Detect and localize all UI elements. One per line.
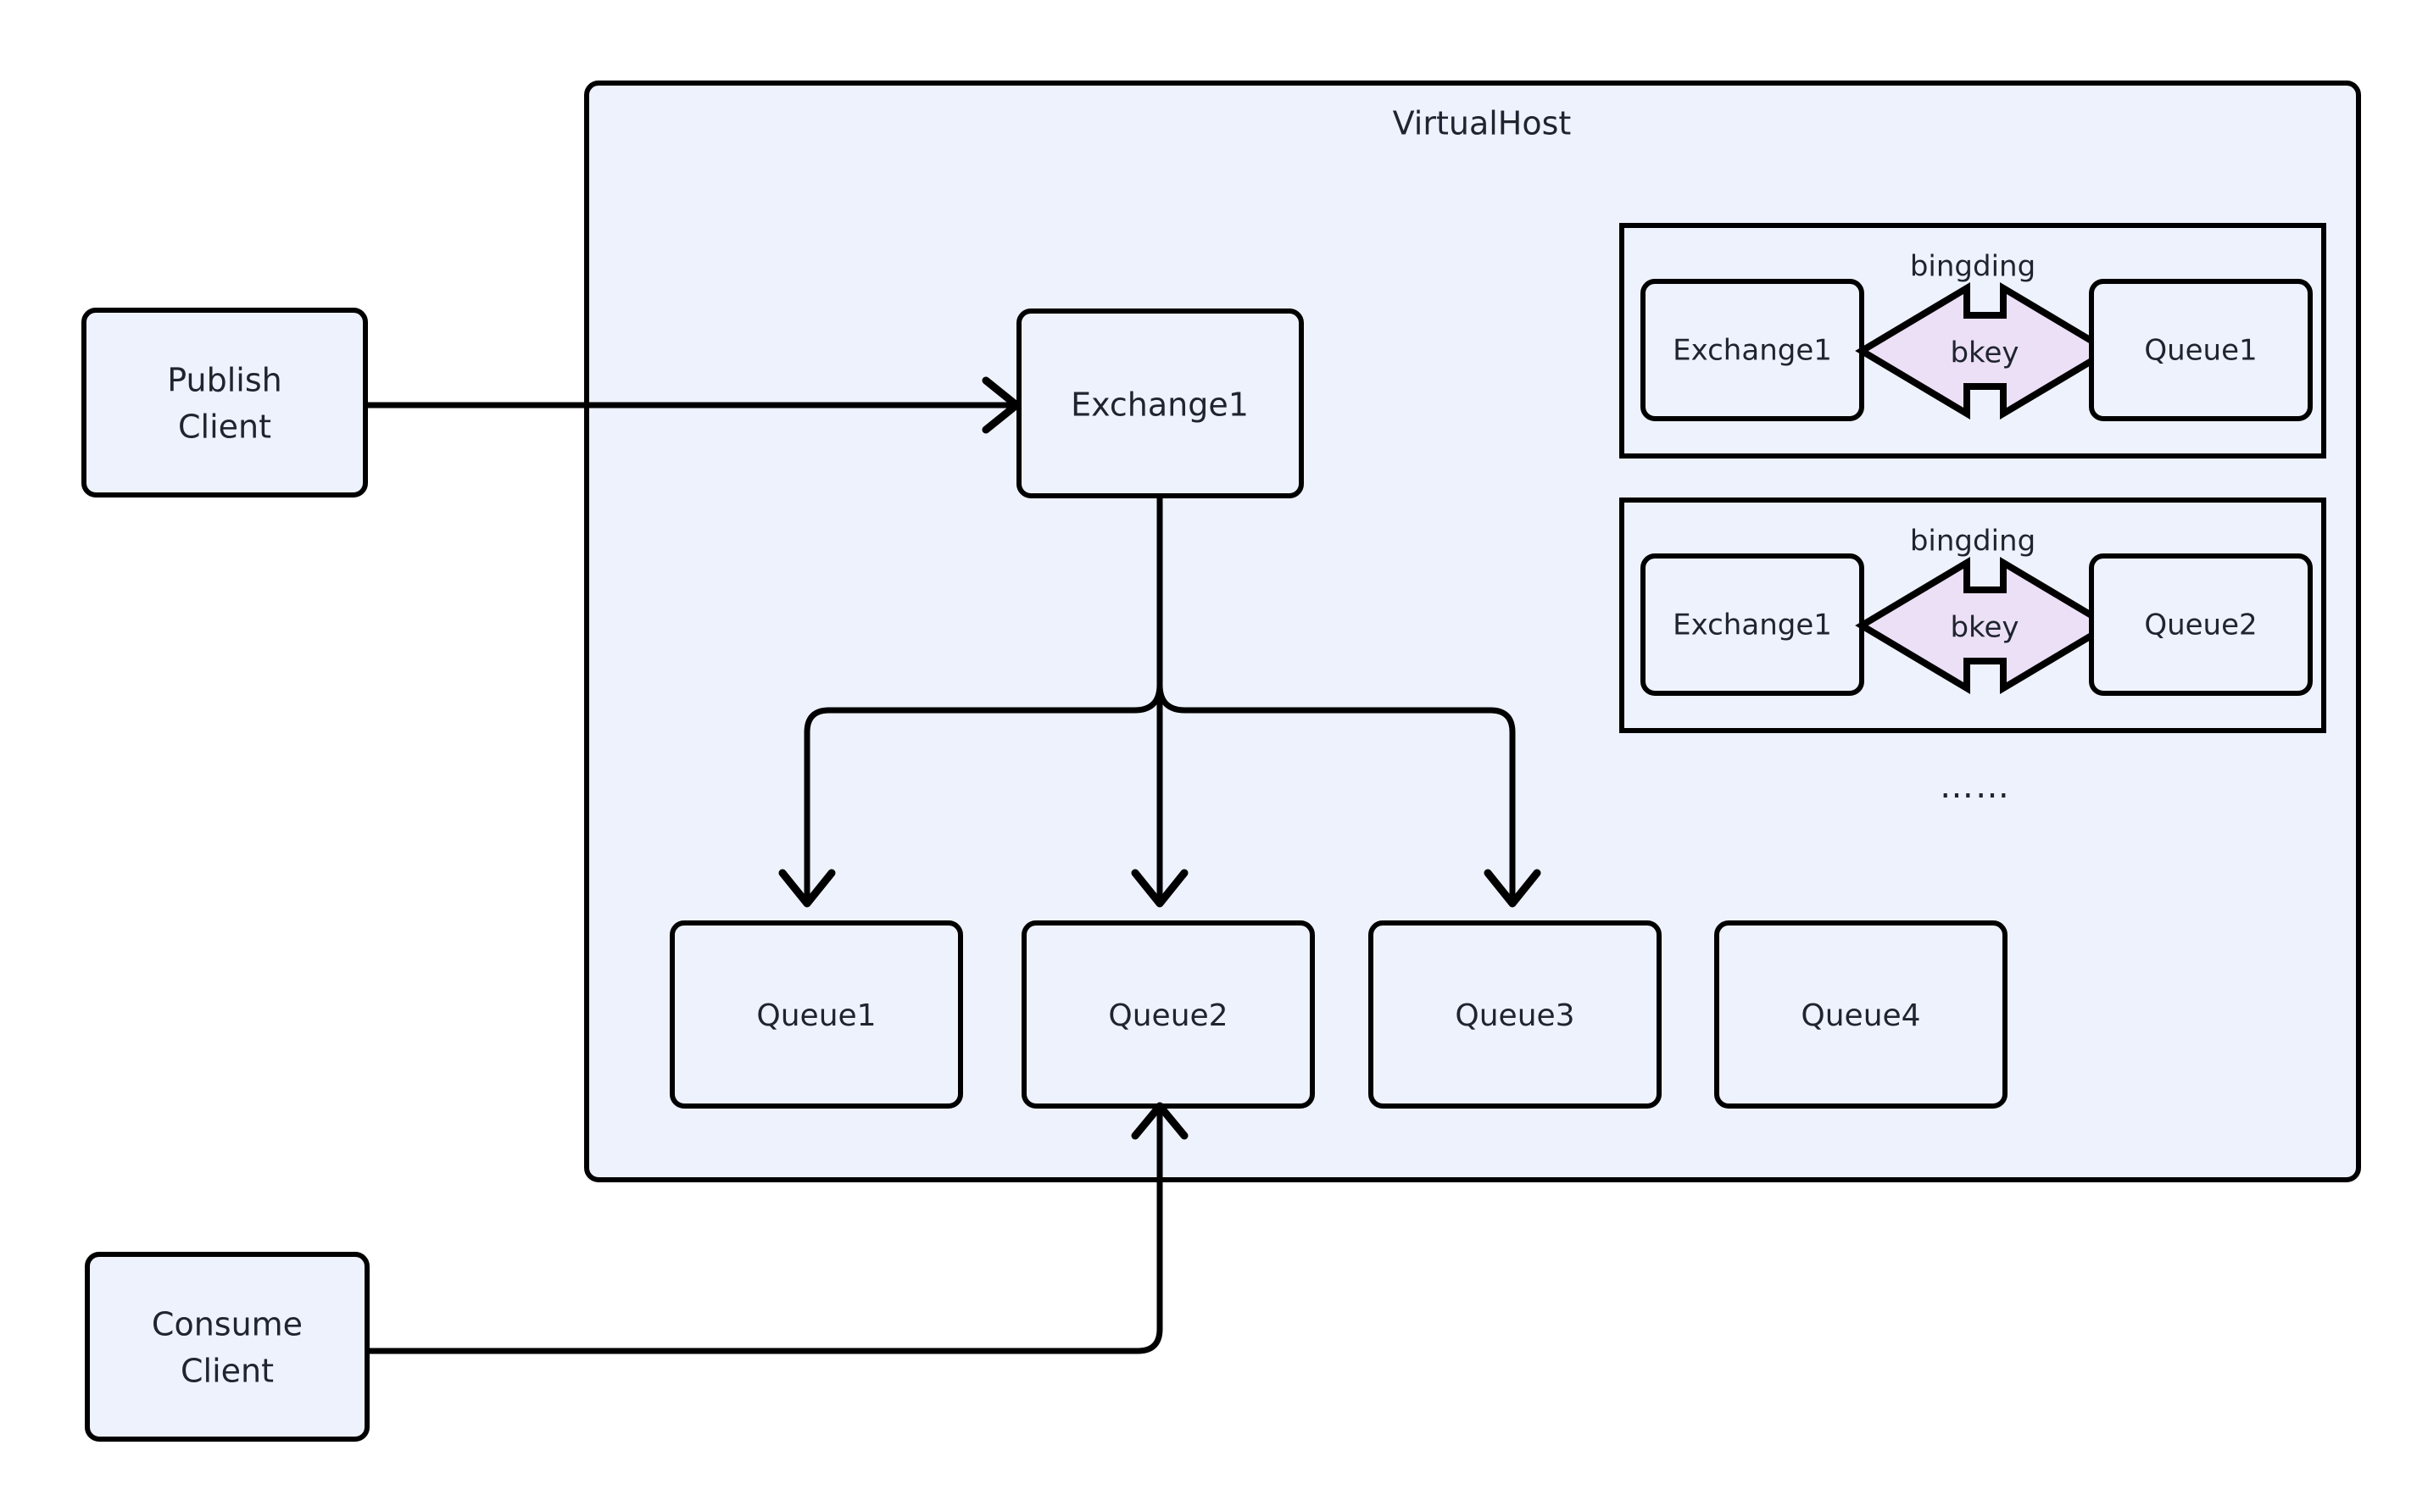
consume-client-label-line1: Consume bbox=[152, 1306, 303, 1343]
fanout-arrowhead-queue1 bbox=[778, 869, 836, 908]
fanout-arrowhead-queue3 bbox=[1484, 869, 1541, 908]
consume-client-label-line2: Client bbox=[181, 1353, 274, 1390]
queue4-box bbox=[1714, 920, 2008, 1109]
binding-group-2[interactable]: bingding Exchange1 bkey Queue2 bbox=[1619, 498, 2326, 733]
binding-1-target-label: Queue1 bbox=[2144, 334, 2257, 368]
edge-consume-to-queue2-arrowhead bbox=[1131, 1102, 1189, 1140]
publish-client-label-line2: Client bbox=[178, 409, 271, 446]
edge-consume-to-queue2-line bbox=[367, 1110, 1163, 1354]
binding-1-key-label: bkey bbox=[1950, 336, 2019, 370]
queue-row: Queue1 Queue2 Queue3 Queue4 bbox=[670, 920, 2008, 1109]
publish-client-box bbox=[81, 308, 368, 498]
binding-2-target-box bbox=[2089, 553, 2313, 696]
queue1-box bbox=[670, 920, 963, 1109]
queue-node-2[interactable]: Queue2 bbox=[1022, 920, 1315, 1109]
queue-node-3[interactable]: Queue3 bbox=[1368, 920, 1662, 1109]
queue-node-1[interactable]: Queue1 bbox=[670, 920, 963, 1109]
edge-exchange-fanout bbox=[778, 496, 1541, 908]
binding-group-1[interactable]: bingding Exchange1 bkey Queue1 bbox=[1619, 223, 2326, 459]
binding-2-source-label: Exchange1 bbox=[1673, 609, 1832, 642]
queue4-label: Queue4 bbox=[1801, 998, 1920, 1033]
consume-client-node[interactable]: Consume Client bbox=[85, 1252, 370, 1442]
more-bindings-ellipsis: …… bbox=[1940, 767, 2011, 806]
edge-consume-to-queue2 bbox=[367, 1102, 1189, 1354]
binding-2-key-label: bkey bbox=[1950, 611, 2019, 645]
fanout-arrowhead-queue2 bbox=[1131, 869, 1189, 908]
queue3-label: Queue3 bbox=[1455, 998, 1574, 1033]
queue2-box bbox=[1022, 920, 1315, 1109]
queue-node-4[interactable]: Queue4 bbox=[1714, 920, 2008, 1109]
binding-1-target-box bbox=[2089, 279, 2313, 421]
exchange1-node[interactable]: Exchange1 bbox=[1016, 309, 1304, 498]
binding-2-title: bingding bbox=[1910, 525, 2035, 559]
queue2-label: Queue2 bbox=[1108, 998, 1228, 1033]
binding-1-title: bingding bbox=[1910, 250, 2035, 284]
queue1-label: Queue1 bbox=[756, 998, 876, 1033]
virtualhost-title: VirtualHost bbox=[1393, 105, 1572, 142]
publish-client-node[interactable]: Publish Client bbox=[81, 308, 368, 498]
exchange1-label: Exchange1 bbox=[1071, 386, 1249, 424]
publish-client-label-line1: Publish bbox=[167, 362, 281, 399]
binding-1-source-label: Exchange1 bbox=[1673, 334, 1832, 368]
consume-client-box bbox=[85, 1252, 370, 1442]
queue3-box bbox=[1368, 920, 1662, 1109]
binding-2-target-label: Queue2 bbox=[2144, 609, 2257, 642]
